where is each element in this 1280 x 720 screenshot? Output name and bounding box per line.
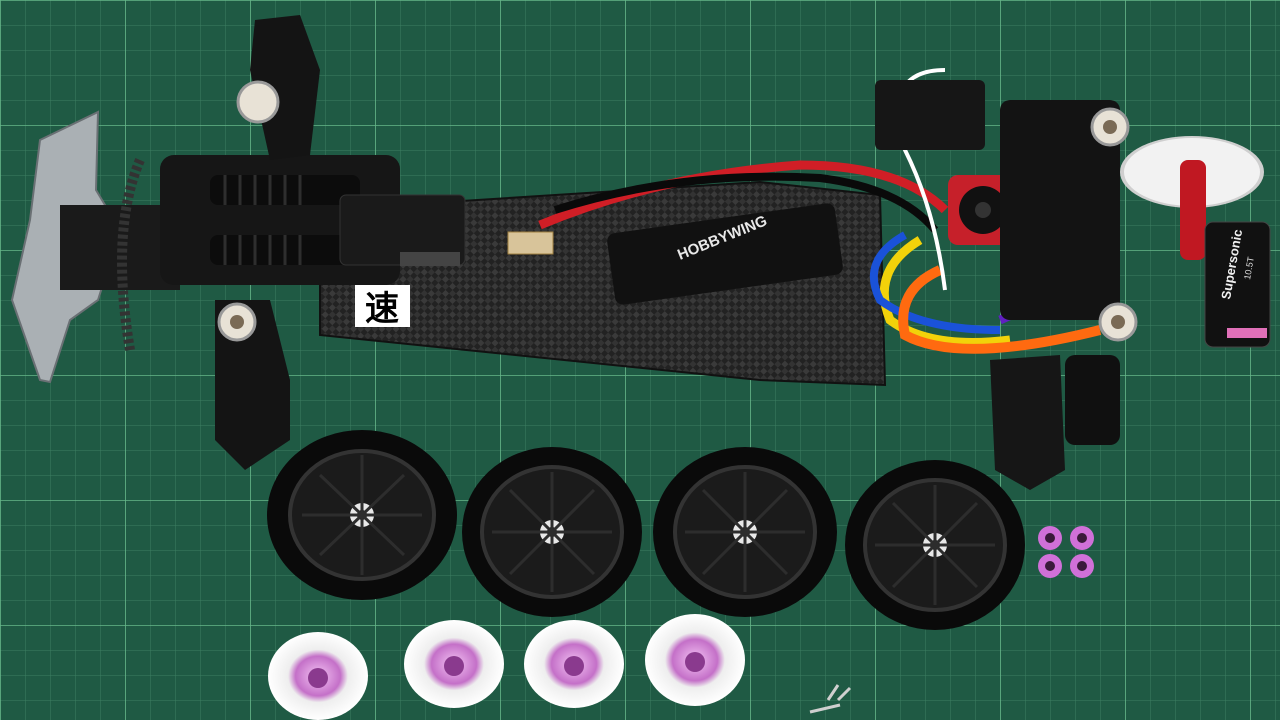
motor-wire-orange bbox=[898, 265, 1102, 354]
rear-arm bbox=[990, 355, 1065, 490]
kanji-sticker bbox=[355, 285, 410, 327]
motor-turns-label: 10.5T bbox=[1242, 255, 1256, 280]
hub-adapter-1 bbox=[268, 632, 368, 720]
rear-bulkhead bbox=[1000, 100, 1120, 320]
motor-wire-yellow bbox=[879, 236, 1011, 347]
deans-connector bbox=[507, 231, 554, 255]
spur-hub bbox=[1180, 160, 1206, 260]
motor-wire-blue bbox=[869, 231, 1001, 334]
hub-adapter-4 bbox=[645, 614, 745, 706]
wheel-nuts bbox=[1038, 526, 1094, 578]
battery-wire-black bbox=[553, 172, 939, 233]
receiver-antenna-white bbox=[896, 68, 947, 291]
drive-belt-front bbox=[117, 158, 145, 351]
esc-body bbox=[607, 203, 843, 305]
motor-can bbox=[1204, 221, 1271, 348]
front-upright-top bbox=[250, 15, 320, 160]
front-upright-bottom bbox=[215, 300, 290, 470]
hub-adapter-3 bbox=[524, 620, 624, 708]
body-post-front-left bbox=[236, 80, 280, 124]
hub-adapter-2 bbox=[404, 620, 504, 708]
wheel-pins bbox=[809, 684, 852, 714]
rear-shock bbox=[1065, 355, 1120, 445]
battery-wire-red bbox=[538, 160, 949, 230]
receiver-box bbox=[875, 80, 985, 150]
kanji-sticker-text: 速 bbox=[365, 290, 399, 328]
